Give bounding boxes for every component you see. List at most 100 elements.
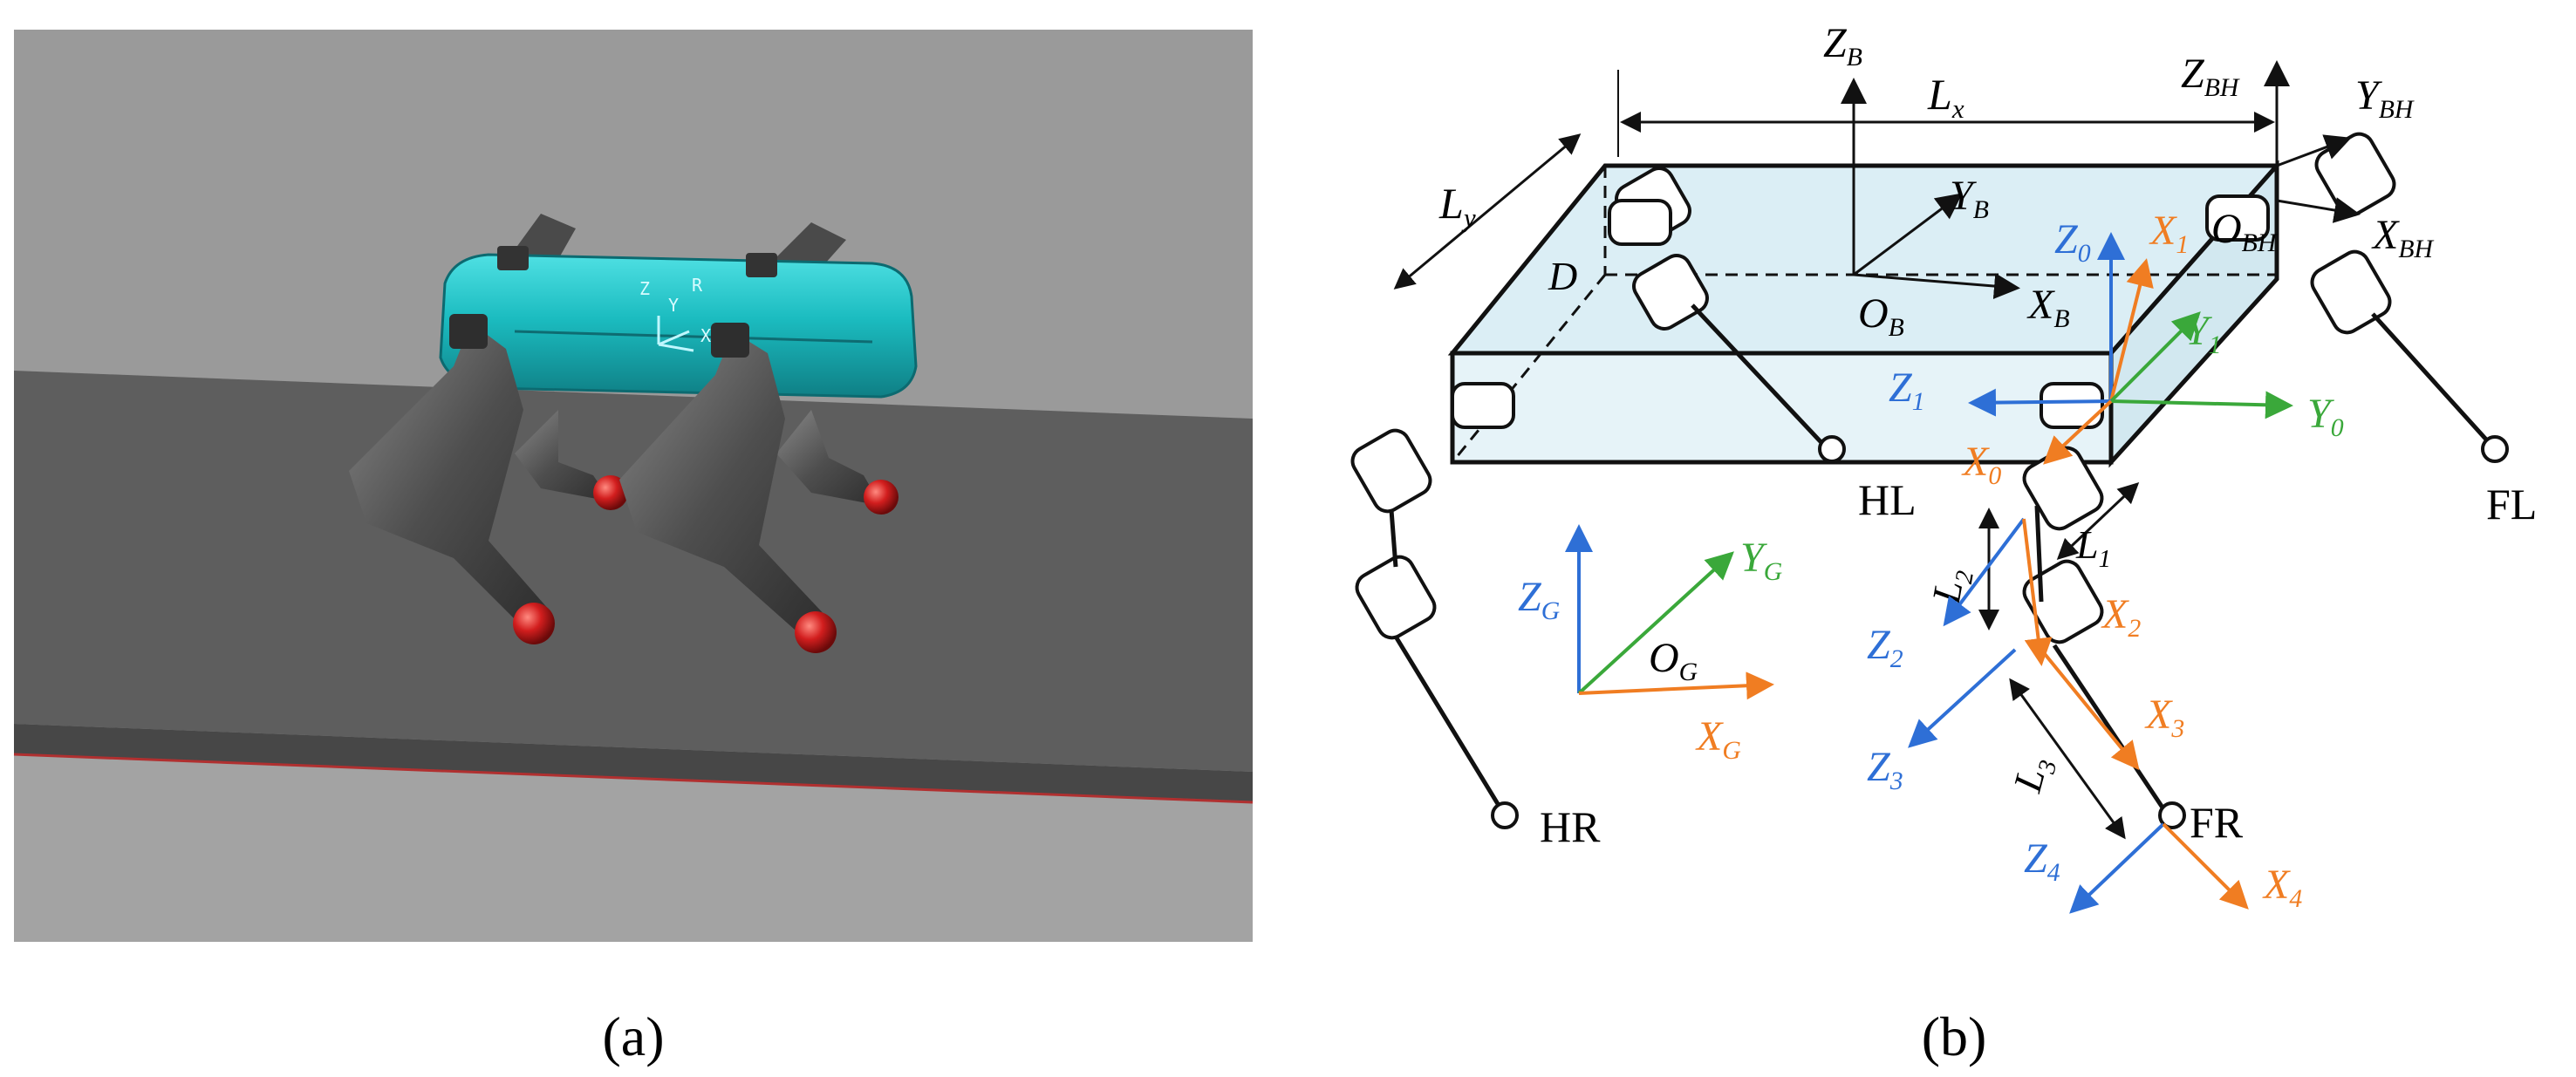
- foot-fl: [2481, 435, 2509, 463]
- axis-z3: [1908, 648, 2017, 748]
- foot-far-rear: [593, 475, 628, 510]
- label-zg: ZG: [1518, 574, 1560, 625]
- body-front-face: [1450, 351, 2114, 465]
- foot-near-rear: [513, 603, 555, 644]
- axis-ybh: [2276, 134, 2352, 167]
- quadruped-robot: Z Y R X: [349, 214, 918, 653]
- axis-x1: [2109, 258, 2154, 402]
- motor-fr-hip: [2040, 382, 2104, 429]
- link-fr-thigh: [2034, 505, 2044, 603]
- label-x2: X2: [2101, 591, 2141, 643]
- motor-fl-hip: [2205, 194, 2270, 242]
- motor-hr-knee: [1355, 555, 1437, 640]
- label-zb: ZB: [1823, 20, 1862, 72]
- label-fl: FL: [2486, 480, 2537, 528]
- axis-marker-y: [658, 330, 690, 346]
- hip-joint-fr: [711, 323, 749, 358]
- leg-far-rear: [515, 410, 611, 501]
- caption-a: (a): [602, 1005, 664, 1067]
- axis-marker-label-z: Z: [639, 278, 650, 299]
- label-y0: Y0: [2307, 391, 2344, 442]
- label-y1: Y1: [2185, 308, 2222, 359]
- axis-z1: [1968, 388, 2112, 417]
- panel-b-schematic: Lx Ly D: [1350, 20, 2537, 914]
- panel-a-render: Z Y R X: [13, 30, 1254, 942]
- label-ly: Ly: [1438, 179, 1476, 233]
- label-x3: X3: [2144, 692, 2184, 743]
- foot-hr: [1491, 801, 1519, 829]
- label-l3: L3: [2005, 752, 2063, 799]
- axis-marker-label-r: R: [692, 275, 703, 296]
- leg-near-front: [619, 331, 829, 637]
- caption-b: (b): [1922, 1005, 1987, 1067]
- motor-hr-abd: [1350, 428, 1432, 514]
- link-hr-thigh: [1389, 509, 1398, 568]
- label-ob: OB: [1858, 290, 1904, 342]
- label-z0: Z0: [2054, 216, 2091, 268]
- axis-y0: [2110, 391, 2293, 419]
- link-hl: [1691, 303, 1829, 451]
- label-d: D: [1548, 254, 1577, 298]
- body-seam: [514, 330, 873, 344]
- hidden-edge-d: [1451, 274, 1607, 463]
- axis-x0: [2043, 399, 2113, 465]
- track-edge-line: [13, 753, 1254, 804]
- link-hr-shank: [1393, 635, 1507, 817]
- label-z2: Z2: [1867, 622, 1903, 673]
- axis-marker-label-x: X: [700, 325, 711, 346]
- label-yb: YB: [1950, 173, 1989, 224]
- axis-xb: [1853, 273, 2020, 300]
- axis-x4: [2162, 822, 2249, 910]
- link-fl: [2371, 312, 2497, 451]
- motor-hr-hip: [1451, 382, 1515, 429]
- axis-x3: [2040, 648, 2140, 771]
- l3-dimension: [2009, 678, 2126, 840]
- label-hl: HL: [1858, 475, 1917, 524]
- label-x0: X0: [1961, 439, 2001, 490]
- axis-z2: [1943, 517, 2026, 627]
- hip-joint-rl: [497, 246, 529, 270]
- axis-marker-x: [658, 343, 694, 352]
- track-side: [14, 724, 1253, 802]
- axis-yg: [1577, 551, 1734, 695]
- axis-z4: [2069, 822, 2165, 914]
- feet: [1491, 435, 2509, 829]
- motor-fl-top: [2314, 132, 2396, 217]
- label-zbh: ZBH: [2181, 51, 2240, 102]
- label-z3: Z3: [1867, 744, 1903, 795]
- axis-xg: [1578, 671, 1774, 700]
- label-obh: OBH: [2211, 206, 2278, 257]
- foot-near-front: [795, 611, 837, 653]
- axis-xbh: [2276, 197, 2361, 223]
- label-og: OG: [1649, 635, 1698, 686]
- hip-joint-rr: [449, 314, 488, 349]
- leg-far-front: [776, 410, 881, 506]
- l1-dimension: [2056, 481, 2140, 561]
- foot-far-front: [864, 480, 899, 515]
- label-xbh: XBH: [2371, 212, 2435, 263]
- hip-joint-fl: [746, 253, 777, 277]
- axis-yb: [1853, 193, 1963, 276]
- ly-dimension: [1393, 133, 1582, 290]
- motor-hl-mid: [1608, 199, 1672, 246]
- motor-fl-low: [2310, 249, 2392, 335]
- motor-hl-low: [1632, 254, 1709, 331]
- axis-y1: [2109, 311, 2201, 403]
- axis-marker-label-y: Y: [668, 295, 679, 316]
- label-hr: HR: [1540, 802, 1601, 851]
- label-fr: FR: [2190, 798, 2244, 847]
- label-xb: XB: [2026, 282, 2070, 333]
- label-l1: L1: [2075, 522, 2111, 573]
- body-axis-marker: Z Y R X: [639, 275, 711, 352]
- track-top: [14, 371, 1253, 772]
- label-ybh: YBH: [2355, 72, 2415, 124]
- label-x1: X1: [2149, 208, 2189, 259]
- leg-near-rear: [349, 323, 550, 628]
- foot-fr: [2158, 801, 2186, 829]
- label-x4: X4: [2262, 862, 2302, 913]
- foot-hl: [1818, 435, 1846, 463]
- label-yg: YG: [1740, 535, 1782, 586]
- label-z1: Z1: [1889, 365, 1925, 416]
- label-xg: XG: [1695, 713, 1741, 765]
